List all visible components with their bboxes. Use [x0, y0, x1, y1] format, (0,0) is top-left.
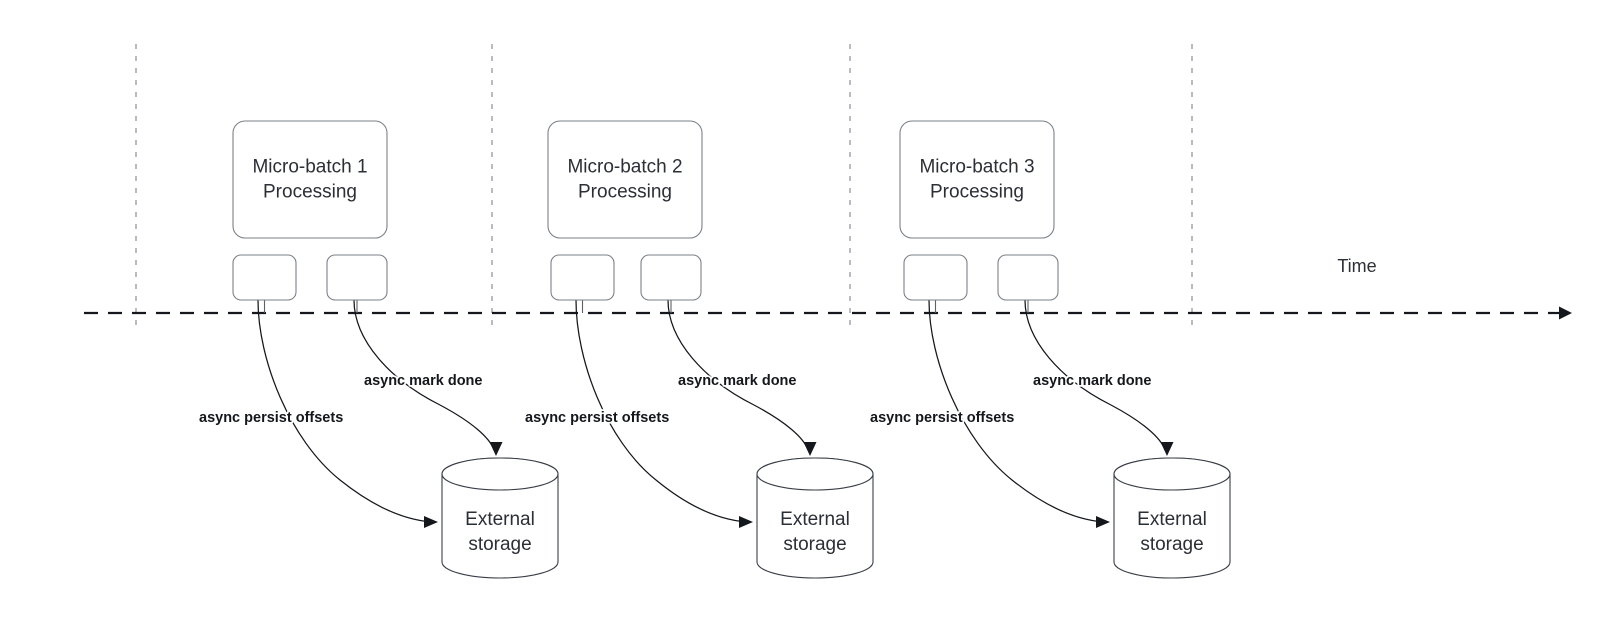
edge-persist-offsets-label: async persist offsets — [199, 410, 343, 426]
external-storage-label-line1: External — [465, 509, 535, 530]
edge-persist-offsets-label: async persist offsets — [870, 410, 1014, 426]
micro-batch-box[interactable] — [899, 120, 1055, 239]
edge-mark-done-curve — [1024, 299, 1166, 451]
edge-mark-done-curve — [667, 299, 809, 451]
external-storage-cylinder-top — [441, 457, 559, 491]
edge-persist-offsets-label-halo: async persist offsets — [525, 410, 669, 426]
edge-mark-done-label-halo: async mark done — [364, 373, 482, 389]
edge-mark-done-arrowhead-icon — [1160, 442, 1174, 456]
edge-mark-done-curve — [353, 299, 495, 451]
micro-batch-box[interactable] — [232, 120, 388, 239]
external-storage-label-line1: External — [780, 509, 850, 530]
time-axis — [84, 306, 1572, 320]
edge-mark-done-arrowhead-icon — [489, 442, 503, 456]
edge-mark-done-label: async mark done — [1033, 373, 1151, 389]
task-box-persist[interactable] — [903, 254, 968, 301]
task-box-persist[interactable] — [550, 254, 615, 301]
edge-mark-done-label: async mark done — [678, 373, 796, 389]
micro-batch-box[interactable] — [547, 120, 703, 239]
edge-persist-offsets-arrowhead-icon — [1096, 516, 1110, 528]
task-box-mark[interactable] — [326, 254, 388, 301]
time-axis-label: Time — [1337, 256, 1376, 276]
edge-mark-done-label: async mark done — [364, 373, 482, 389]
external-storage-cylinder-top — [756, 457, 874, 491]
timeline-arrowhead-icon — [1559, 306, 1572, 320]
micro-batch-label-line1: Micro-batch 1 — [252, 157, 367, 178]
micro-batch-label-line2: Processing — [930, 182, 1024, 203]
edge-mark-done-label-halo: async mark done — [1033, 373, 1151, 389]
external-storage-label-line2: storage — [1140, 534, 1203, 555]
task-box-mark[interactable] — [640, 254, 702, 301]
micro-batch-label-line2: Processing — [263, 182, 357, 203]
edge-persist-offsets-label-halo: async persist offsets — [199, 410, 343, 426]
external-storage-label-line2: storage — [468, 534, 531, 555]
micro-batch-label-line1: Micro-batch 3 — [919, 157, 1034, 178]
edge-persist-offsets-arrowhead-icon — [424, 516, 438, 528]
micro-batch-label-line2: Processing — [578, 182, 672, 203]
task-box-persist[interactable] — [232, 254, 297, 301]
external-storage-cylinder-top — [1113, 457, 1231, 491]
edge-persist-offsets-label: async persist offsets — [525, 410, 669, 426]
task-box-mark[interactable] — [997, 254, 1059, 301]
edge-persist-offsets-curve — [575, 299, 748, 523]
edge-mark-done-arrowhead-icon — [803, 442, 817, 456]
micro-batch-label-line1: Micro-batch 2 — [567, 157, 682, 178]
edge-persist-offsets-curve — [257, 299, 433, 523]
edge-mark-done-label-halo: async mark done — [678, 373, 796, 389]
edge-persist-offsets-curve — [928, 299, 1105, 523]
external-storage-label-line2: storage — [783, 534, 846, 555]
external-storage-label-line1: External — [1137, 509, 1207, 530]
edge-persist-offsets-label-halo: async persist offsets — [870, 410, 1014, 426]
edge-persist-offsets-arrowhead-icon — [739, 516, 753, 528]
